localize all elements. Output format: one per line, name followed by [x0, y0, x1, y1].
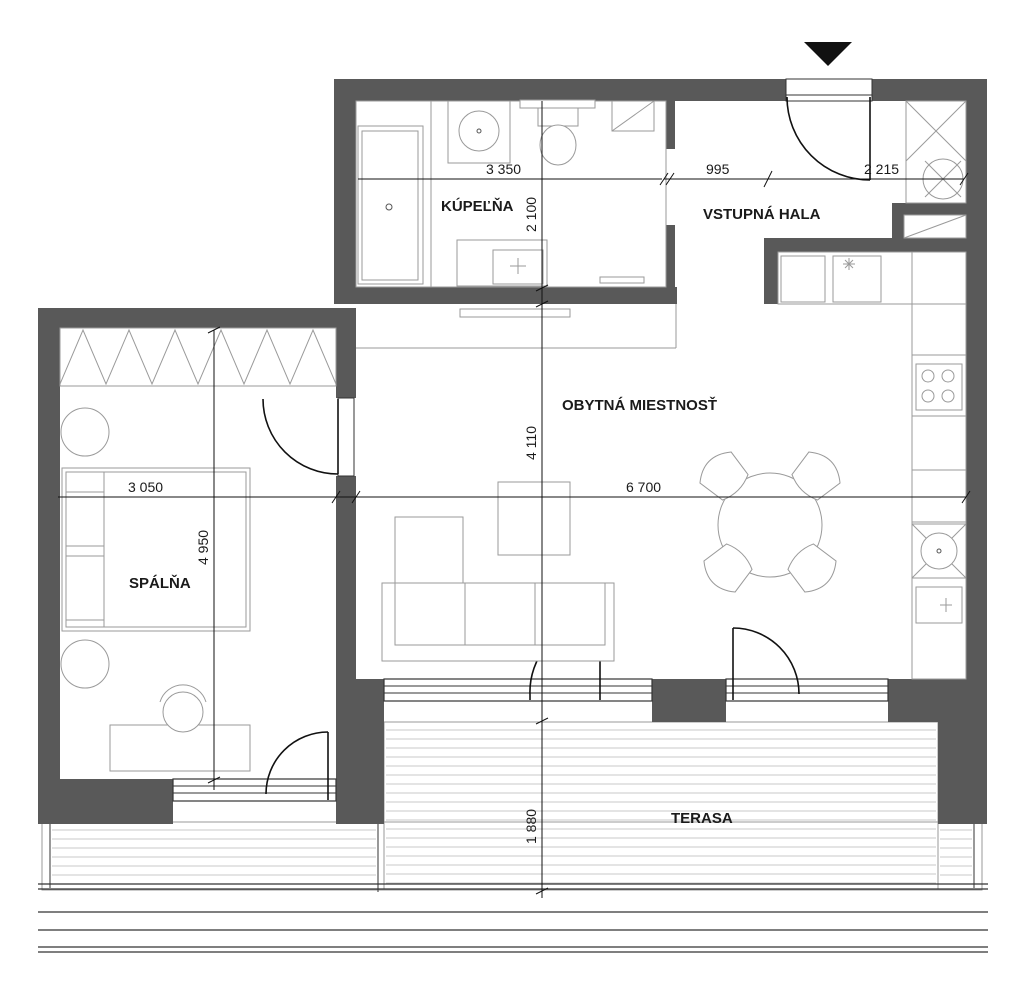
- dimension-bedroom-depth: 4 950: [195, 530, 211, 565]
- dimension-terrace-depth: 1 880: [523, 809, 539, 844]
- room-label-bedroom: SPÁLŇA: [129, 574, 191, 592]
- room-label-living-room: OBYTNÁ MIESTNOSŤ: [562, 396, 717, 414]
- hall-shafts: [903, 100, 967, 239]
- dimension-bathroom-depth: 2 100: [523, 197, 539, 232]
- walls: [38, 79, 987, 824]
- dimension-living-width: 6 700: [626, 479, 661, 495]
- dimension-living-depth: 4 110: [523, 426, 539, 460]
- dimension-bathroom-width: 3 350: [486, 161, 521, 177]
- living-furniture: [356, 304, 841, 662]
- bedroom-furniture: [59, 327, 337, 772]
- entrance-arrow-icon: [804, 42, 852, 66]
- kitchen: [777, 251, 967, 680]
- dimension-hall-segment-1: 995: [706, 161, 730, 177]
- bathroom-fixtures: [355, 99, 667, 288]
- room-label-bathroom: KÚPEĽŇA: [441, 197, 514, 215]
- dimension-hall-segment-2: 2 215: [864, 161, 899, 177]
- windows: [172, 78, 889, 802]
- room-label-entrance-hall: VSTUPNÁ HALA: [703, 206, 821, 223]
- terrace-decking: [38, 721, 988, 953]
- dimension-lines: [58, 101, 971, 898]
- dimension-bedroom-width: 3 050: [128, 479, 163, 495]
- room-label-terrace: TERASA: [671, 810, 733, 827]
